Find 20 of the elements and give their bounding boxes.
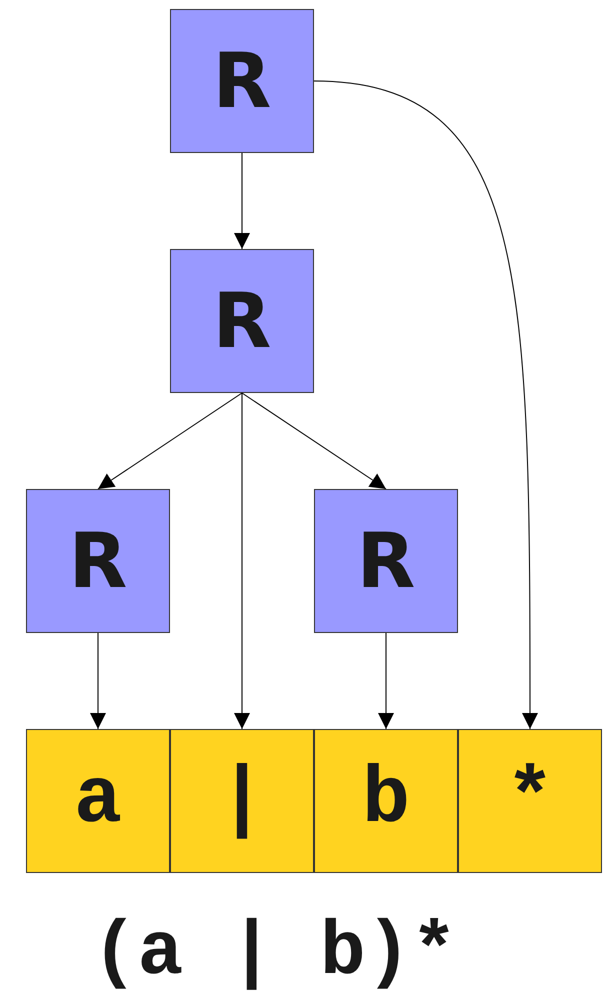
rule-text: R <box>356 523 416 599</box>
arrow <box>234 392 250 730</box>
arrow <box>378 632 394 730</box>
regex-text: (a | b)* <box>92 915 457 991</box>
arrow <box>242 392 386 490</box>
arrow <box>234 152 250 250</box>
arrow <box>90 632 106 730</box>
token-text: a <box>74 761 122 841</box>
rule-text: R <box>212 283 272 359</box>
token-text: | <box>218 761 266 841</box>
arrow <box>314 80 538 730</box>
token-box <box>458 729 602 873</box>
token-box <box>314 729 458 873</box>
rule-text: R <box>212 43 272 119</box>
token-box <box>26 729 170 873</box>
rule-text: R <box>68 523 128 599</box>
token-text: b <box>362 761 410 841</box>
arrow <box>98 392 242 490</box>
token-box <box>170 729 314 873</box>
token-text: * <box>506 761 554 841</box>
